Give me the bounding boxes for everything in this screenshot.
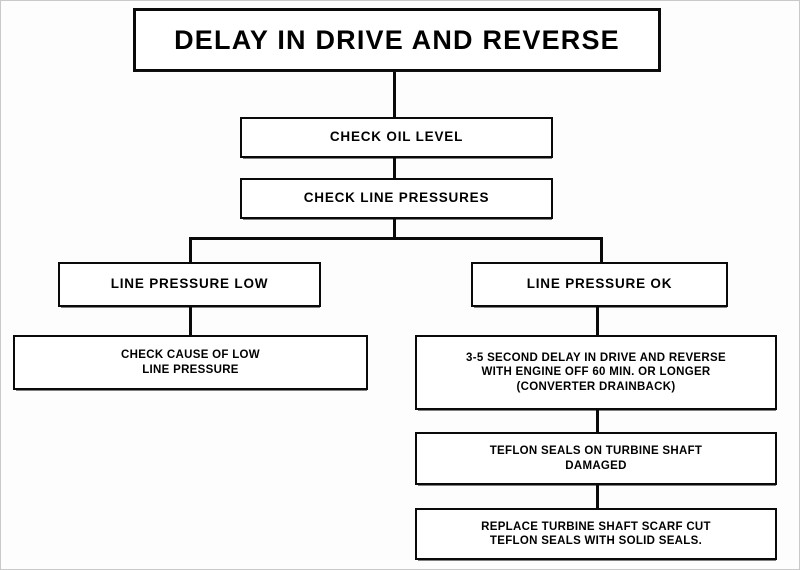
node-check-line-pressures: CHECK LINE PRESSURES — [240, 178, 553, 220]
scan-border-top — [0, 0, 800, 1]
node-delay-symptom-line-2: WITH ENGINE OFF 60 MIN. OR LONGER — [481, 366, 711, 379]
node-line-pressure-ok: LINE PRESSURE OK — [471, 262, 728, 308]
node-line-pressure-low-label: LINE PRESSURE LOW — [110, 276, 269, 292]
node-teflon-seals-damaged: TEFLON SEALS ON TURBINE SHAFT DAMAGED — [415, 432, 777, 486]
connector-title-to-check-oil — [393, 72, 396, 117]
scan-border-left — [0, 0, 1, 570]
node-delay-symptom-line-1: 3-5 SECOND DELAY IN DRIVE AND REVERSE — [466, 352, 726, 365]
node-check-line-pressures-label: CHECK LINE PRESSURES — [303, 190, 490, 206]
connector-branch-left-drop — [189, 237, 192, 262]
node-title-label: DELAY IN DRIVE AND REVERSE — [174, 24, 620, 55]
node-check-cause-line-1: CHECK CAUSE OF LOW — [121, 349, 260, 362]
node-teflon-seals-line-1: TEFLON SEALS ON TURBINE SHAFT — [489, 445, 703, 458]
node-delay-symptom: 3-5 SECOND DELAY IN DRIVE AND REVERSE WI… — [415, 335, 777, 411]
node-check-oil-level: CHECK OIL LEVEL — [240, 117, 553, 159]
node-check-cause-line-2: LINE PRESSURE — [142, 363, 239, 376]
node-replace-teflon-seals: REPLACE TURBINE SHAFT SCARF CUT TEFLON S… — [415, 508, 777, 561]
node-check-cause-of-low-line-pressure: CHECK CAUSE OF LOW LINE PRESSURE — [13, 335, 368, 391]
node-title: DELAY IN DRIVE AND REVERSE — [133, 8, 661, 72]
node-replace-seals-line-2: TEFLON SEALS WITH SOLID SEALS. — [489, 535, 703, 547]
node-line-pressure-low: LINE PRESSURE LOW — [58, 262, 321, 308]
connector-branch-right-drop — [600, 237, 603, 262]
connector-symptom-to-teflon-seals — [596, 410, 599, 432]
node-delay-symptom-line-3: (CONVERTER DRAINBACK) — [516, 380, 676, 393]
connector-branch-bar — [189, 237, 603, 240]
connector-low-to-check-cause — [189, 307, 192, 335]
connector-oil-to-pressures — [393, 158, 396, 178]
node-line-pressure-ok-label: LINE PRESSURE OK — [526, 276, 673, 292]
connector-pressures-stem — [393, 219, 396, 239]
node-teflon-seals-line-2: DAMAGED — [565, 459, 627, 472]
node-replace-seals-line-1: REPLACE TURBINE SHAFT SCARF CUT — [481, 520, 711, 533]
node-check-oil-level-label: CHECK OIL LEVEL — [329, 129, 464, 145]
connector-ok-to-delay-symptom — [596, 307, 599, 335]
connector-teflon-to-replace — [596, 485, 599, 508]
